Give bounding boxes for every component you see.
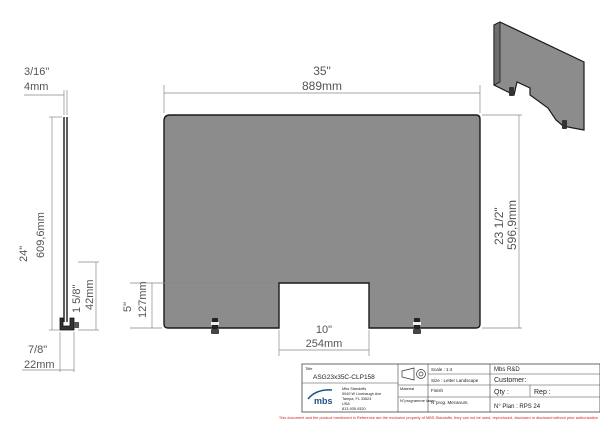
rep: Rep : [534, 389, 551, 396]
qty: Qty : [494, 389, 509, 396]
side-clip-screw [74, 322, 79, 328]
front-dimension-labels: 35" 889mm 23 1/2" 596,9mm 5" 127mm 10" 2… [122, 64, 519, 350]
thickness-mm: 4mm [24, 81, 48, 93]
scale: Scale : 1:4 [431, 367, 453, 372]
finish-label: Finish [431, 388, 444, 393]
clip-height-mm: 42mm [84, 279, 96, 310]
company-address-4: 813-935-9320 [342, 407, 366, 411]
title-block: Title ASG23x35C-CLP158 mbs Mbs Standoffs… [301, 363, 600, 413]
plan: N° Plan : RPS 24 [494, 404, 541, 410]
side-dimension-labels: 3/16" 4mm 24" 609,6mm 1 5/8" 42mm 7/8" 2… [18, 66, 96, 371]
front-height-in: 23 1/2" [492, 207, 506, 245]
clip-height-in: 1 5/8" [71, 285, 83, 313]
cutout-width-in: 10" [316, 324, 332, 336]
part-number: ASG23x35C-CLP158 [313, 374, 375, 381]
side-clip [59, 317, 75, 331]
projection-symbol-icon [401, 367, 426, 381]
clip-depth-mm: 22mm [24, 359, 55, 371]
cutout-width-mm: 254mm [306, 338, 343, 350]
iso-clip-right [562, 120, 567, 129]
size: Size : Letter Landscape [431, 378, 479, 383]
front-clip-left [211, 318, 219, 334]
program-label: N°programme laser [400, 398, 435, 403]
side-height-in: 24" [18, 246, 30, 262]
logo-text: mbs [314, 396, 333, 406]
front-height-mm: 596,9mm [505, 200, 519, 250]
company-address-2: Tampa, FL 33624 [342, 397, 371, 401]
thickness-in: 3/16" [24, 66, 49, 78]
width-mm: 889mm [302, 79, 342, 93]
prog-mecanum: N°prog. Mecanum. [431, 400, 469, 405]
part-number-label: Title [305, 366, 313, 371]
iso-clip-left [509, 87, 514, 96]
side-dimensions [22, 90, 99, 372]
rd: Mbs R&D [494, 367, 520, 373]
company-address-1: 5049 W Linebaugh Ave [342, 392, 381, 396]
width-in: 35" [313, 64, 331, 78]
clip-depth-in: 7/8" [28, 344, 47, 356]
front-panel [163, 114, 481, 329]
iso-panel-edge [493, 21, 501, 86]
front-dimensions [130, 85, 522, 356]
material-label: Material [400, 386, 414, 391]
isometric-view [493, 21, 585, 131]
cutout-height-in: 5" [122, 302, 134, 312]
cutout-height-mm: 127mm [137, 281, 149, 318]
front-view [163, 114, 481, 334]
side-view [59, 117, 79, 331]
iso-panel [493, 21, 585, 131]
company-address-3: USA [342, 402, 350, 406]
footer-notice: This document and the product mentioned … [279, 415, 598, 420]
company-name: Mbs Standoffs [342, 387, 366, 391]
side-height-mm: 609,6mm [35, 212, 47, 258]
mbs-logo: mbs [307, 389, 340, 406]
front-clip-right [413, 318, 421, 334]
customer: Customer: [494, 377, 526, 384]
